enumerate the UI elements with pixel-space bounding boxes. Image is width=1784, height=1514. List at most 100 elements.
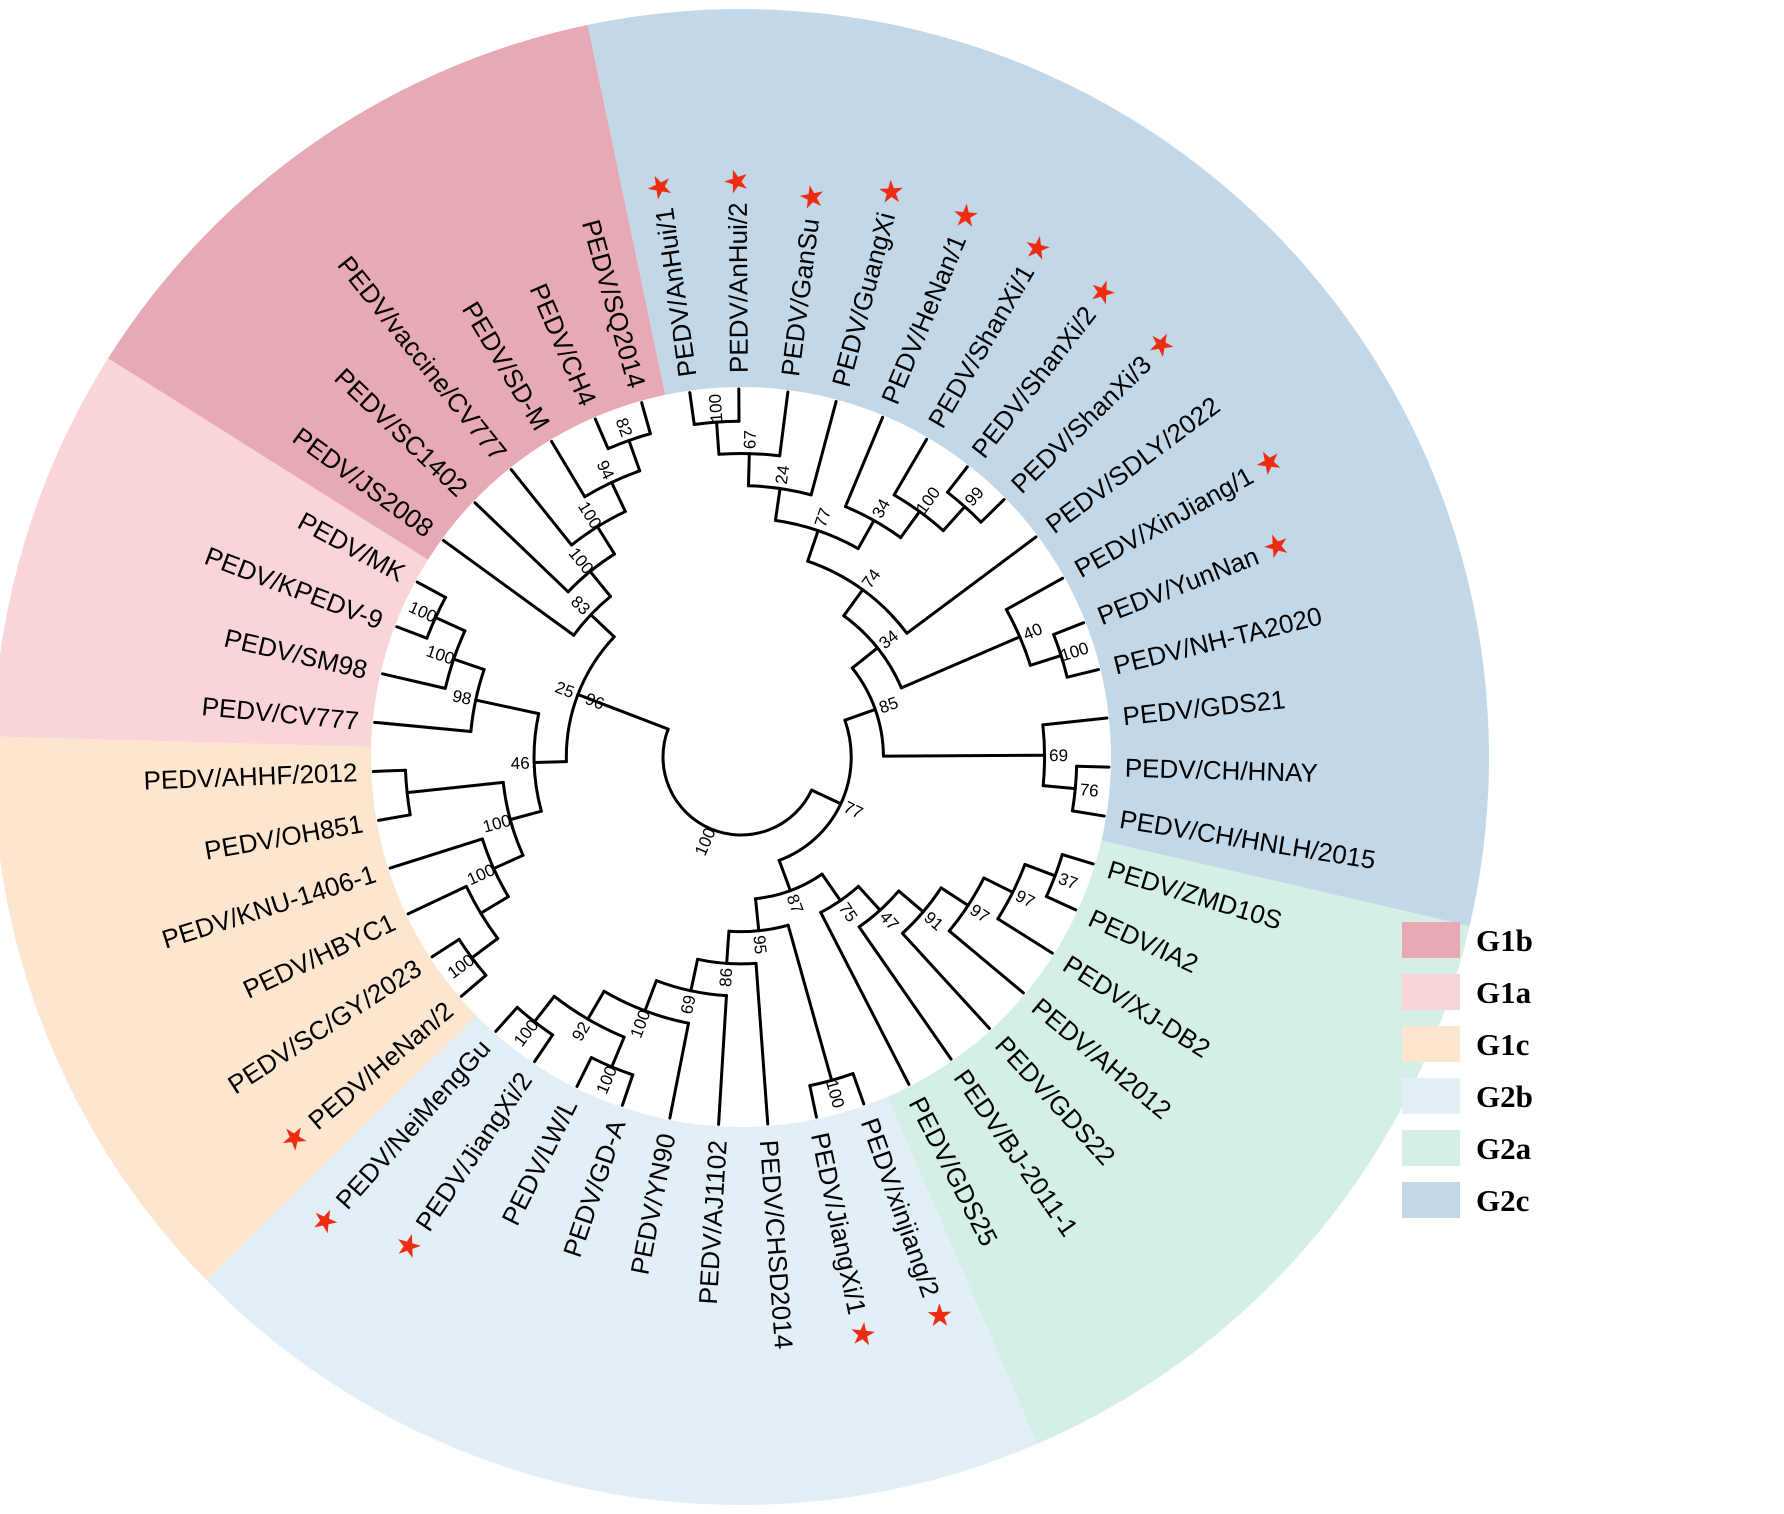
tree-arc [727,923,790,934]
tree-branch [820,872,842,903]
legend-label: G2a [1476,1131,1532,1166]
tree-branch [843,415,885,509]
legend-label: G1a [1476,975,1532,1010]
tree-arc [654,979,728,998]
tree-arc [754,872,824,901]
taxon-label: PEDV/AnHui/2 ★ [719,167,755,373]
tree-arc [892,493,945,533]
tree-arc [661,727,814,837]
tree-arc [773,518,860,551]
bootstrap-values: 1006724991003477741004034766985379797914… [406,393,1100,1110]
tree-branch [1004,576,1065,612]
tree-arc [566,552,617,594]
tree-branch [459,973,488,998]
tree-branch [381,672,447,690]
tree-branch [532,994,556,1024]
tree-arc [996,862,1027,921]
bootstrap-value: 100 [706,393,727,423]
bootstrap-value: 96 [583,689,607,714]
tree-branch [371,768,407,773]
tree-branch [473,501,570,594]
bootstrap-value: 46 [510,754,529,774]
tree-branch [979,498,1006,524]
sector-G1b [108,24,666,560]
bootstrap-value: 98 [451,686,473,709]
tree-branch [550,439,587,499]
star-icon: ★ [719,167,754,195]
bootstrap-value: 100 [1058,638,1091,665]
bootstrap-value: 92 [568,1018,594,1044]
bootstrap-value: 100 [510,1016,542,1050]
tree-arc [696,957,758,966]
legend-swatch-G2b [1402,1078,1460,1114]
tree-arc [1004,608,1032,667]
tree-branch [627,438,642,473]
tree-arc [552,994,626,1039]
sector-G2a [887,840,1470,1444]
tree-branch [668,1021,691,1120]
tree-arc [900,886,943,935]
tree-branch [406,884,468,916]
tree-arc [469,668,486,733]
tree-branch [717,994,728,1126]
taxon-label: PEDV/CH/HNAY [1124,753,1318,788]
group-sectors [0,9,1489,1506]
tree-arc [443,629,467,690]
tree-branch [941,505,967,533]
tree-arc [857,889,901,929]
legend-swatch-G2c [1402,1182,1460,1218]
legend-swatch-G1a [1402,974,1460,1010]
tree-branch [441,538,576,637]
tree-branch [1028,654,1063,667]
tree-arc [570,510,627,547]
taxon-name: PEDV/CH/HNAY [1124,753,1318,788]
bootstrap-value: 25 [552,678,576,703]
tree-arc [806,559,909,635]
tree-branch [1044,895,1078,912]
tree-branch [856,518,876,551]
tree-branch [1065,668,1100,679]
tree-arc [842,614,903,690]
tree-arc [850,666,885,758]
tree-branch [754,897,761,933]
tree-branch [946,465,969,494]
tree-branch [640,401,652,436]
tree-branch [778,390,790,458]
tree-branch [1041,716,1109,727]
tree-branch [1023,862,1057,878]
tree-branch [881,753,1047,758]
tree-branch [899,635,1022,690]
bootstrap-value: 77 [811,506,835,530]
tree-branch [773,486,782,522]
tree-branch [610,480,627,514]
tree-branch [689,957,700,993]
tree-branch [725,929,731,965]
legend-swatch-G1c [1402,1026,1460,1062]
tree-branch [900,931,991,1030]
bootstrap-value: 67 [740,430,760,449]
taxon-name: PEDV/AnHui/2 [723,195,754,373]
tree-branch [415,580,448,599]
tree-branch [808,1084,818,1119]
tree-branch [434,615,467,633]
tree-branch [842,588,865,618]
bootstrap-value: 24 [772,464,794,485]
tree-branch [533,1033,555,1064]
bootstrap-value: 77 [841,798,866,823]
tree-arc [572,594,612,637]
bootstrap-value: 97 [1012,886,1037,911]
tree-branch [786,923,834,1082]
tree-arc [602,989,691,1025]
tree-branch [996,917,1054,955]
bootstrap-value: 100 [424,641,457,668]
tree-branch [1041,784,1077,791]
bootstrap-value: 40 [1020,619,1045,644]
tree-arc [746,484,813,497]
tree-arc [717,451,782,458]
star-icon: ★ [792,181,830,213]
tree-branch [395,625,429,640]
bootstrap-value: 100 [574,498,605,532]
tree-branch [819,910,911,1086]
